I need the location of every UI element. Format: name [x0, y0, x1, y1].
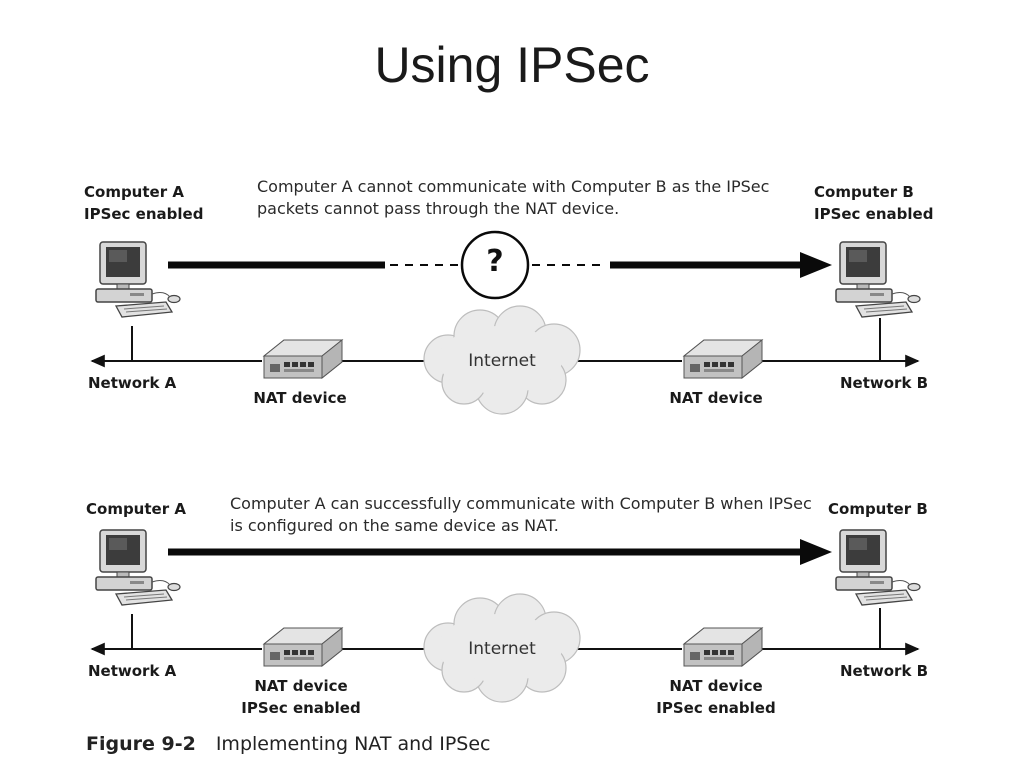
bottom-computer-b-icon	[835, 529, 921, 606]
figure-caption-text: Implementing NAT and IPSec	[215, 733, 491, 755]
slide-title: Using IPSec	[374, 37, 650, 93]
bottom-comm-arrowhead	[800, 539, 832, 565]
bottom-internet-label: Internet	[468, 639, 536, 659]
top-nat-left-label: NAT device	[253, 389, 347, 407]
bottom-network-b-label: Network B	[840, 662, 929, 680]
top-nat-right-label: NAT device	[669, 389, 763, 407]
bottom-computer-a-label: Computer A	[86, 500, 186, 518]
figure-caption: Figure 9-2 Implementing NAT and IPSec	[86, 733, 491, 755]
top-network-a-label: Network A	[88, 374, 177, 392]
figure-number: Figure 9-2	[86, 733, 196, 755]
top-comm-arrowhead	[800, 252, 832, 278]
bottom-nat-left-label: NAT device IPSec enabled	[241, 677, 361, 717]
bottom-nat-right-label: NAT device IPSec enabled	[656, 677, 776, 717]
bottom-computer-b-label: Computer B	[828, 500, 928, 518]
bottom-network-a-label: Network A	[88, 662, 177, 680]
top-caption: Computer A cannot communicate with Compu…	[257, 177, 770, 218]
top-computer-a-label: Computer A IPSec enabled	[84, 183, 204, 223]
question-mark: ?	[486, 244, 504, 279]
top-computer-b-label: Computer B IPSec enabled	[814, 183, 934, 223]
top-network-b-label: Network B	[840, 374, 929, 392]
top-internet-label: Internet	[468, 351, 536, 371]
question-circle	[460, 230, 530, 300]
top-computer-b-icon	[835, 241, 921, 318]
bottom-computer-a-icon	[95, 529, 181, 606]
bottom-caption: Computer A can successfully communicate …	[230, 494, 812, 535]
top-computer-a-icon	[95, 241, 181, 318]
